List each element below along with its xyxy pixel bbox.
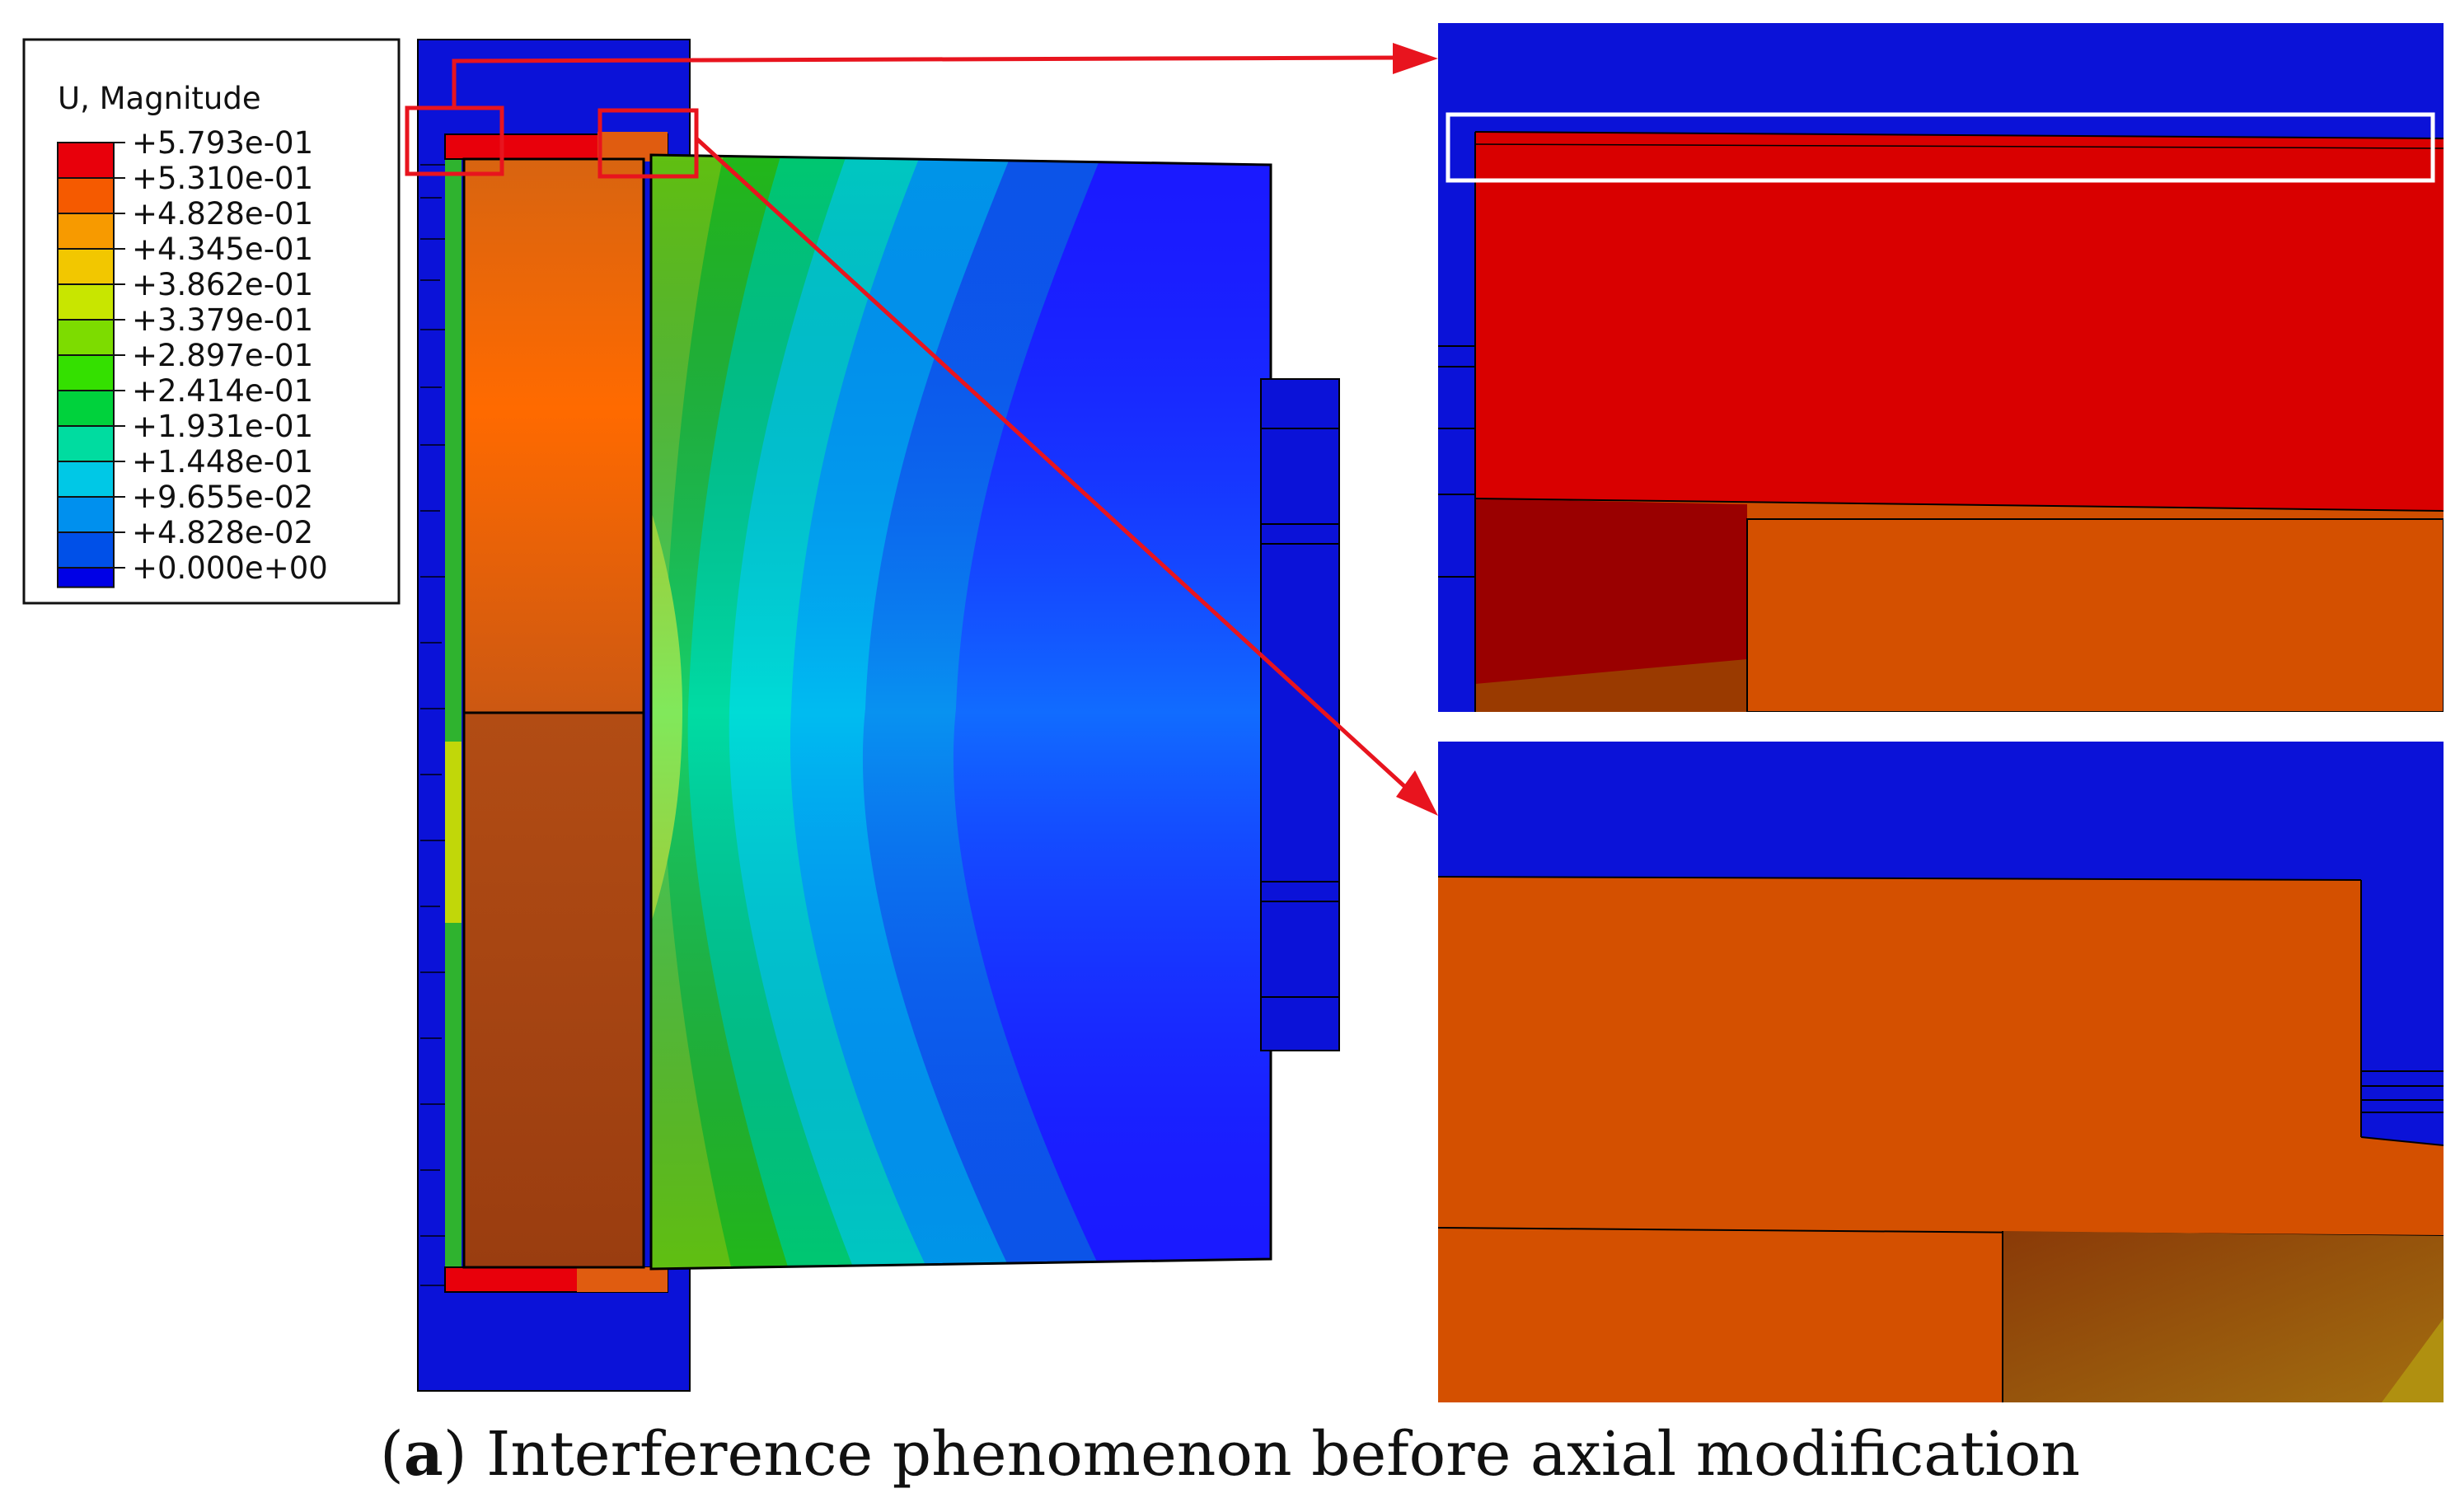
legend-label: +3.862e-01 [132,267,313,302]
callout-arrow-top [1393,43,1438,74]
caption-text: Interference phenomenon before axial mod… [466,1419,2081,1490]
legend: U, Magnitude +5.793e-01+5.310e-01+4.828e… [22,38,401,605]
fe-model [405,39,1340,1392]
legend-swatch [57,461,115,498]
figure-caption: (a) Interference phenomenon before axial… [379,1419,2081,1490]
legend-label: +5.310e-01 [132,161,313,196]
legend-swatch [57,177,115,214]
roller-lower [462,711,645,1269]
legend-swatch [57,248,115,285]
caption-label: a [403,1419,443,1490]
web-outline [649,153,1272,1271]
callout-arrows [452,43,1438,816]
callout-box-right [597,108,699,179]
callout-arrow-bottom [1396,770,1438,816]
legend-swatch [57,425,115,462]
outer-race-strip [445,138,462,1271]
legend-label: +1.448e-01 [132,444,313,480]
highlight-box [1446,112,2435,183]
roller-upper [462,157,645,714]
legend-labels: +5.793e-01+5.310e-01+4.828e-01+4.345e-01… [114,125,328,586]
legend-swatch [57,567,115,588]
legend-label: +9.655e-02 [132,480,313,515]
legend-swatch [57,496,115,533]
legend-swatch [57,354,115,391]
legend-label: +4.345e-01 [132,232,313,267]
legend-label: +2.414e-01 [132,373,313,409]
legend-swatch [57,390,115,427]
legend-label: +2.897e-01 [132,338,313,373]
legend-label: +5.793e-01 [132,125,313,161]
contour-field [651,155,1271,1269]
legend-swatch [57,283,115,321]
legend-label: +4.828e-02 [132,515,313,550]
legend-swatch [57,142,115,179]
legend-label: +3.379e-01 [132,302,313,338]
legend-swatch [57,531,115,569]
legend-label: +1.931e-01 [132,409,313,444]
legend-swatches [57,142,115,588]
legend-label: +0.000e+00 [132,550,328,586]
legend-swatch [57,213,115,250]
housing-mesh-lines [420,164,445,1286]
zoom-inset-top [1438,23,2444,712]
legend-swatch [57,319,115,356]
legend-title: U, Magnitude [58,81,261,116]
zoom-inset-bottom [1438,742,2444,1402]
legend-label: +4.828e-01 [132,196,313,232]
